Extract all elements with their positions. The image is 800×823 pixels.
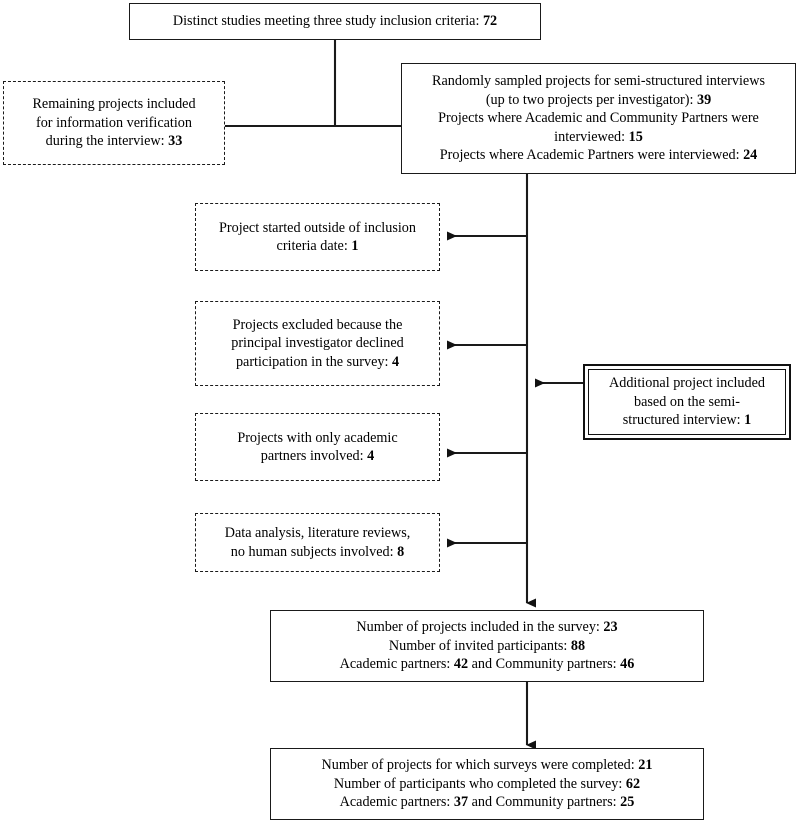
surveys-completed-box: Number of projects for which surveys wer… [270,748,704,820]
excluded-no-human-subjects-box: Data analysis, literature reviews,no hum… [195,513,440,572]
distinct-studies-box: Distinct studies meeting three study inc… [129,3,541,40]
excluded-no-human-subjects-text: Data analysis, literature reviews,no hum… [224,525,411,560]
projects-included-in-survey-text: Number of projects included in the surve… [339,619,635,673]
surveys-completed-text: Number of projects for which surveys wer… [321,757,653,811]
randomly-sampled-projects-box: Randomly sampled projects for semi-struc… [401,63,796,174]
distinct-studies-text: Distinct studies meeting three study inc… [172,13,498,30]
projects-included-in-survey-box: Number of projects included in the surve… [270,610,704,682]
randomly-sampled-projects-text: Randomly sampled projects for semi-struc… [432,73,765,164]
